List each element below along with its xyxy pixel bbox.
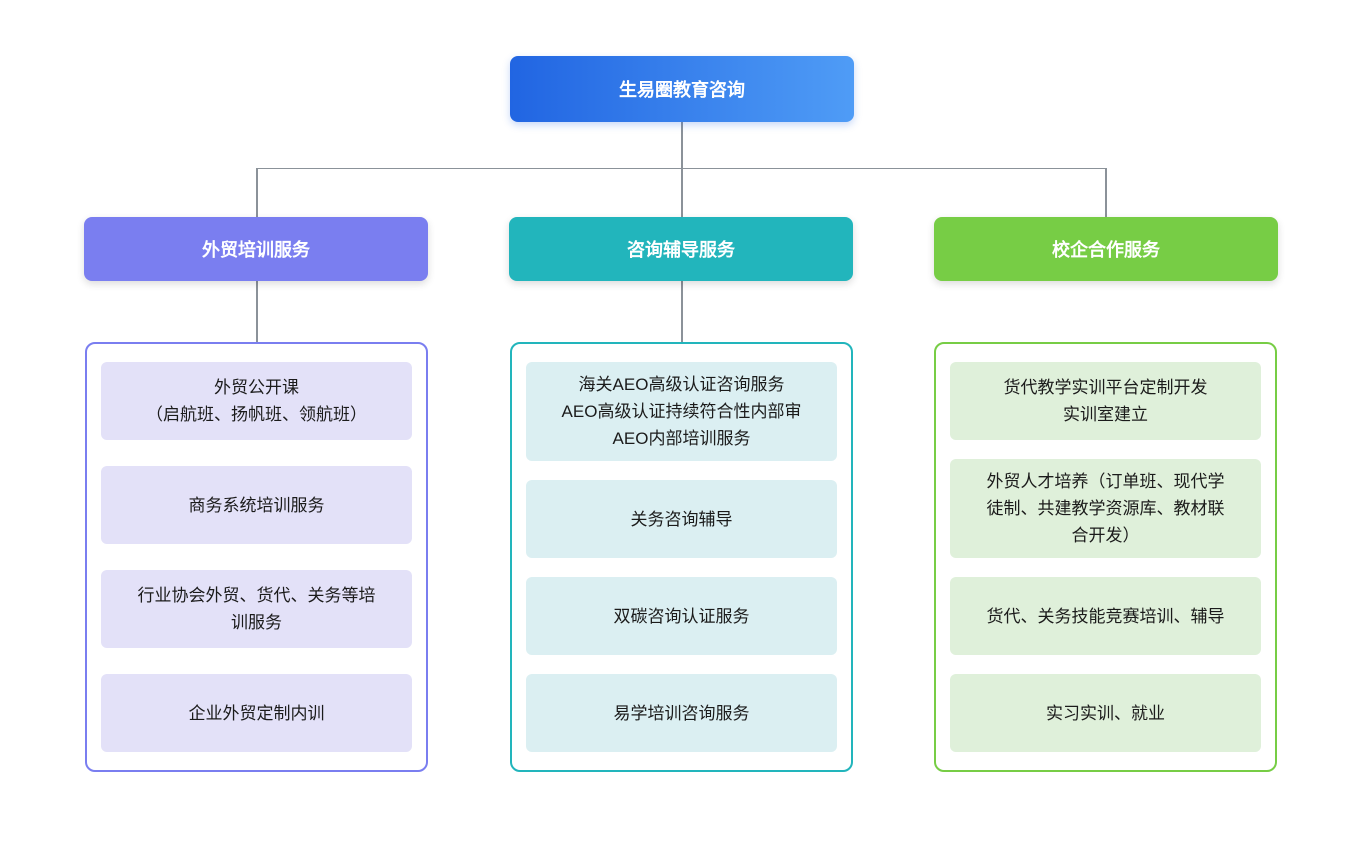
service-item: 易学培训咨询服务 — [526, 674, 837, 752]
connector-drop-consulting — [681, 168, 683, 218]
branch-container-consulting: 海关AEO高级认证咨询服务 AEO高级认证持续符合性内部审 AEO内部培训服务 … — [510, 342, 853, 772]
service-item: 商务系统培训服务 — [101, 466, 412, 544]
service-item: 外贸人才培养（订单班、现代学 徒制、共建教学资源库、教材联 合开发） — [950, 459, 1261, 558]
branch-header-consulting: 咨询辅导服务 — [509, 217, 853, 281]
service-item: 实习实训、就业 — [950, 674, 1261, 752]
connector-link-trade-training-box — [256, 281, 258, 342]
service-item: 行业协会外贸、货代、关务等培 训服务 — [101, 570, 412, 648]
service-item: 货代教学实训平台定制开发 实训室建立 — [950, 362, 1261, 440]
service-item: 双碳咨询认证服务 — [526, 577, 837, 655]
branch-header-trade-training: 外贸培训服务 — [84, 217, 428, 281]
branch-container-school-enterprise: 货代教学实训平台定制开发 实训室建立 外贸人才培养（订单班、现代学 徒制、共建教… — [934, 342, 1277, 772]
connector-root-stem — [681, 122, 683, 168]
service-item: 货代、关务技能竞赛培训、辅导 — [950, 577, 1261, 655]
branch-header-school-enterprise: 校企合作服务 — [934, 217, 1278, 281]
service-item: 外贸公开课 （启航班、扬帆班、领航班） — [101, 362, 412, 440]
branch-container-trade-training: 外贸公开课 （启航班、扬帆班、领航班） 商务系统培训服务 行业协会外贸、货代、关… — [85, 342, 428, 772]
connector-drop-trade-training — [256, 168, 258, 218]
connector-drop-school-enterprise — [1105, 168, 1107, 218]
root-node: 生易圈教育咨询 — [510, 56, 854, 122]
service-item: 海关AEO高级认证咨询服务 AEO高级认证持续符合性内部审 AEO内部培训服务 — [526, 362, 837, 461]
service-item: 关务咨询辅导 — [526, 480, 837, 558]
connector-link-consulting-box — [681, 281, 683, 342]
service-item: 企业外贸定制内训 — [101, 674, 412, 752]
